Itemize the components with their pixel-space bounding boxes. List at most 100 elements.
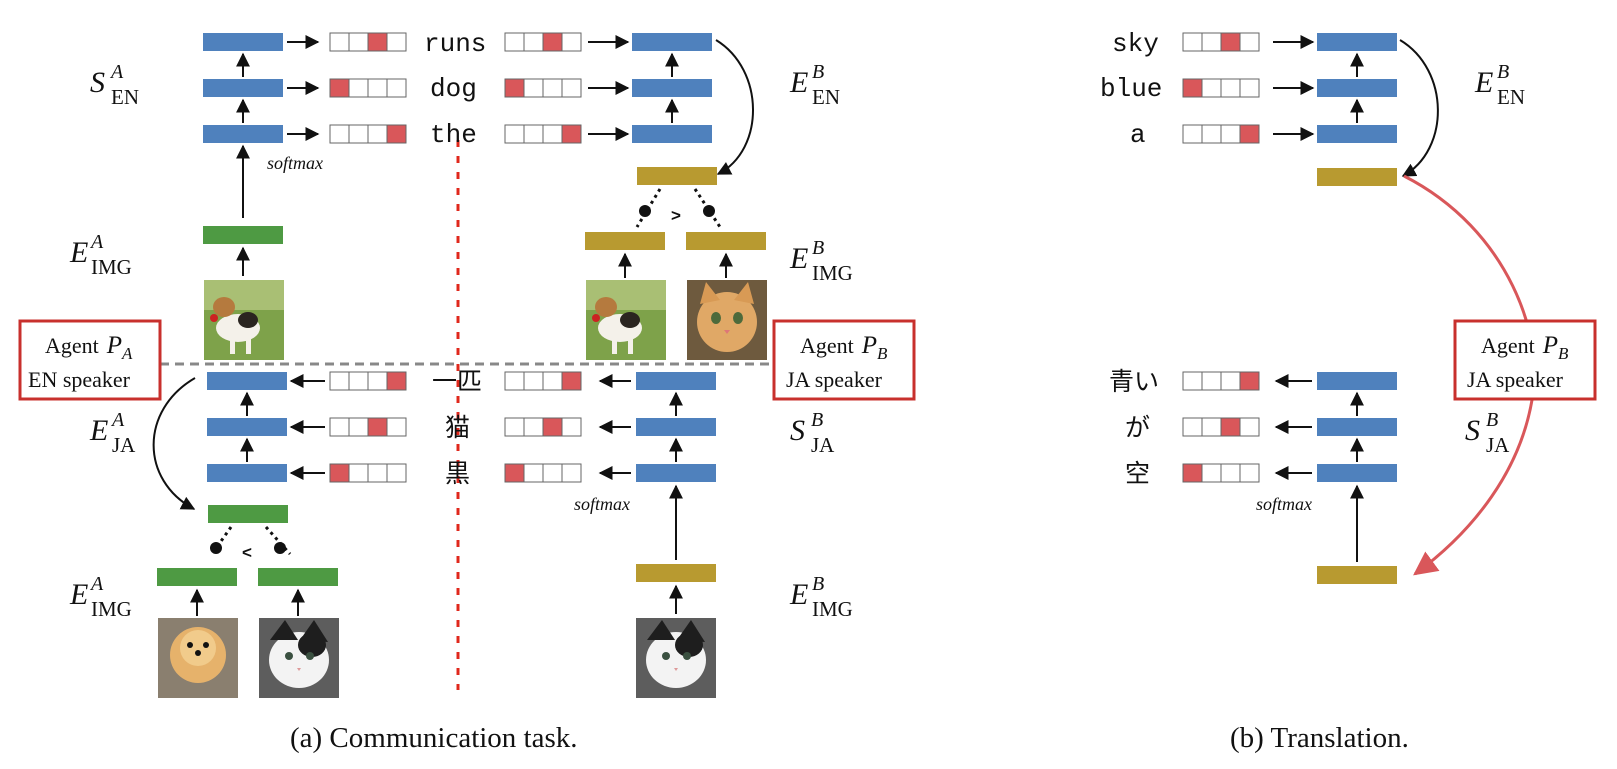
svg-text:IMG: IMG [91, 255, 132, 279]
onehot-cell [523, 371, 544, 391]
e-en-b-hidden-2 [632, 79, 712, 97]
label-e-en-b: E B EN [789, 61, 840, 109]
onehot-a-en-right [504, 32, 582, 144]
onehot-cell [542, 124, 563, 144]
word-dog: dog [430, 74, 477, 104]
onehot-cell [504, 371, 525, 391]
onehot-a-ja-left [329, 371, 407, 483]
b-e-en-hidden-3 [1317, 125, 1397, 143]
onehot-b-en [1182, 32, 1260, 144]
onehot-cell [329, 371, 350, 391]
onehot-cell [367, 78, 388, 98]
onehot-cell [1182, 463, 1203, 483]
s-en-a-hidden-2 [203, 79, 283, 97]
onehot-cell [1182, 371, 1203, 391]
b-s-ja-hidden-2 [1317, 418, 1397, 436]
word-the: the [430, 120, 477, 150]
onehot-cell [386, 124, 407, 144]
onehot-cell [367, 417, 388, 437]
svg-text:JA speaker: JA speaker [1467, 367, 1564, 392]
svg-text:B: B [812, 573, 824, 595]
onehot-cell [1239, 124, 1260, 144]
onehot-cell [523, 124, 544, 144]
onehot-cell [1239, 32, 1260, 52]
svg-text:B: B [812, 237, 824, 259]
caption-a: (a) Communication task. [290, 722, 578, 754]
onehot-cell [348, 124, 369, 144]
onehot-cell [329, 124, 350, 144]
e-en-b-hidden-1 [632, 33, 712, 51]
svg-text:S: S [1465, 414, 1480, 447]
e-img-a-bottom-2 [258, 568, 338, 586]
b-s-ja-hidden-3 [1317, 464, 1397, 482]
word-runs: runs [424, 29, 486, 59]
onehot-cell [348, 417, 369, 437]
svg-text:E: E [789, 578, 808, 611]
word-ga: が [1125, 413, 1150, 442]
onehot-cell [1182, 32, 1203, 52]
onehot-cell [1239, 417, 1260, 437]
svg-text:E: E [789, 242, 808, 275]
svg-text:IMG: IMG [812, 597, 853, 621]
onehot-a-ja-right [504, 371, 582, 483]
svg-text:B: B [1497, 61, 1509, 83]
s-ja-b-hidden-1 [636, 372, 716, 390]
onehot-cell [329, 32, 350, 52]
e-img-b-top-2 [686, 232, 766, 250]
onehot-cell [386, 32, 407, 52]
svg-text:A: A [109, 61, 124, 83]
onehot-cell [523, 417, 544, 437]
svg-text:JA: JA [811, 433, 835, 457]
onehot-cell [386, 463, 407, 483]
onehot-cell [504, 78, 525, 98]
label-b-s-ja: S B JA [1465, 409, 1510, 457]
agent-a-word: Agent [45, 333, 99, 358]
agent-a-p-sub: A [121, 344, 133, 363]
onehot-cell [1201, 78, 1222, 98]
onehot-cell [1182, 78, 1203, 98]
onehot-cell [504, 124, 525, 144]
svg-text:A: A [89, 231, 104, 253]
agent-b-language: JA speaker [786, 367, 883, 392]
svg-text:IMG: IMG [812, 261, 853, 285]
b-e-en-output [1317, 168, 1397, 186]
agent-a-language: EN speaker [28, 367, 131, 392]
agent-b-word: Agent [800, 333, 854, 358]
onehot-cell [1239, 78, 1260, 98]
onehot-cell [561, 417, 582, 437]
b-s-ja-input [1317, 566, 1397, 584]
onehot-cell [1201, 417, 1222, 437]
onehot-cell [348, 32, 369, 52]
onehot-cell [348, 371, 369, 391]
onehot-cell [1201, 124, 1222, 144]
agent-b-p-sub: B [877, 344, 888, 363]
onehot-cell [1182, 417, 1203, 437]
dog-photo-b [586, 280, 666, 360]
word-aoi: 青い [1109, 367, 1159, 396]
onehot-cell [561, 371, 582, 391]
onehot-cell [348, 78, 369, 98]
label-s-en-a: S A EN [90, 61, 139, 109]
svg-text:B: B [811, 409, 823, 431]
onehot-cell [329, 78, 350, 98]
svg-text:EN: EN [1497, 85, 1525, 109]
svg-text:E: E [69, 236, 88, 269]
svg-text:E: E [789, 66, 808, 99]
svg-text:EN: EN [111, 85, 139, 109]
word-neko: 猫 [445, 413, 470, 442]
e-ja-a-hidden-2 [207, 418, 287, 436]
cat-photo [687, 280, 767, 360]
b-s-ja-hidden-1 [1317, 372, 1397, 390]
s-ja-b-hidden-3 [636, 464, 716, 482]
word-ippiki: 一匹 [432, 367, 482, 396]
b-e-en-hidden-2 [1317, 79, 1397, 97]
agent-b-p: P [861, 332, 877, 359]
onehot-cell [561, 463, 582, 483]
word-blue: blue [1100, 74, 1162, 104]
onehot-cell [367, 463, 388, 483]
onehot-cell [1220, 124, 1241, 144]
